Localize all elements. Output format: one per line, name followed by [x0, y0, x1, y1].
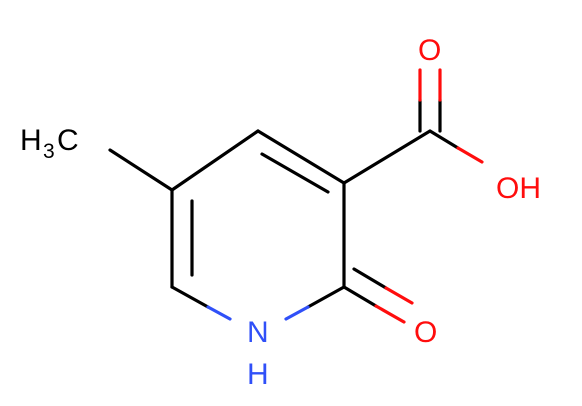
bond-n1-c6-half — [206, 305, 232, 321]
bond-c5-methyl — [108, 148, 174, 192]
methyl-c-label: C — [57, 124, 79, 157]
methyl-h-label: H — [20, 124, 42, 157]
bond-c3-carboxyl — [342, 129, 432, 185]
bond-n1-c2-half — [284, 305, 310, 321]
hetero-bonds — [206, 68, 484, 324]
bond-c6-n1 — [170, 285, 210, 309]
ring-n-h-label: H — [247, 358, 269, 391]
bond-c2o-b-half — [384, 286, 414, 305]
ring-n-label: N — [247, 316, 269, 349]
bond-c2-o-b — [352, 267, 388, 290]
bonds — [108, 98, 460, 309]
bond-c5-c4 — [170, 129, 260, 192]
bond-c2-o-a — [342, 285, 378, 308]
ring-carbonyl-o-label: O — [414, 316, 437, 349]
acid-carbonyl-o-label: O — [418, 34, 441, 67]
bond-carboxyl-oh — [428, 129, 460, 150]
bond-oh-half — [456, 146, 484, 164]
hydroxyl-label: OH — [496, 172, 541, 205]
bond-c2o-a-half — [374, 304, 406, 324]
methyl-h-count-label: 3 — [43, 140, 55, 163]
atom-labels: H 3 C O OH O N H — [20, 34, 541, 391]
bond-c4-c3 — [256, 129, 346, 185]
bond-c2-n1 — [306, 285, 346, 309]
bond-c4-c3-inner — [260, 152, 330, 194]
